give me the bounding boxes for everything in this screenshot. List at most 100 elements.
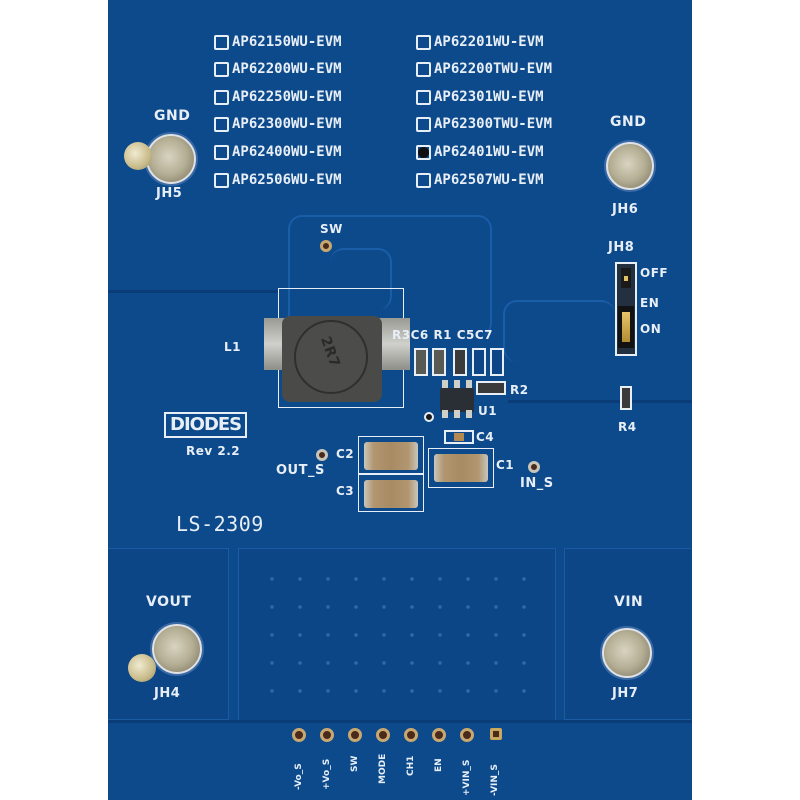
header-pin-label: +VIN_S [462, 759, 472, 796]
evm-option[interactable]: AP62506WU-EVM [214, 172, 342, 188]
checkbox[interactable] [214, 172, 229, 188]
checkbox[interactable] [416, 116, 431, 132]
sw-test-point[interactable] [320, 240, 332, 252]
r3-resistor [414, 348, 428, 376]
l1-inductor-core [294, 320, 368, 394]
checkbox-checked[interactable] [416, 144, 431, 160]
jh4-ref-label: JH4 [154, 686, 181, 701]
r4-resistor [620, 386, 632, 410]
jh8-pin-off [624, 276, 628, 281]
header-pin-label: MODE [378, 753, 388, 784]
c3-ref-label: C3 [336, 484, 355, 498]
evm-option[interactable]: AP62300TWU-EVM [416, 116, 552, 132]
header-pin-label: CH1 [406, 755, 416, 776]
checkbox[interactable] [214, 61, 229, 77]
in-s-label: IN_S [520, 476, 554, 491]
c1-footprint [428, 448, 494, 488]
evm-option[interactable]: AP62200WU-EVM [214, 61, 342, 77]
pcb-board: AP62150WU-EVM AP62200WU-EVM AP62250WU-EV… [108, 0, 692, 800]
u1-ref-label: U1 [478, 404, 498, 418]
jh8-label-off: OFF [640, 266, 669, 280]
jh8-label-en: EN [640, 296, 660, 310]
pour-divider-right [508, 400, 692, 403]
evm-option[interactable]: AP62200TWU-EVM [416, 61, 552, 77]
jh7-ref-label: JH7 [612, 686, 639, 701]
checkbox[interactable] [416, 89, 431, 105]
evm-option-selected[interactable]: AP62401WU-EVM [416, 144, 544, 160]
c5-capacitor [472, 348, 486, 376]
c1-capacitor[interactable] [434, 454, 488, 482]
jh5-ref-label: JH5 [156, 186, 183, 201]
u1-pin [454, 410, 460, 418]
r2-ref-label: R2 [510, 383, 529, 397]
header-pin-label: +Vo_S [322, 758, 332, 790]
out-s-label: OUT_S [276, 463, 325, 478]
checkbox[interactable] [416, 172, 431, 188]
board-id-label: LS-2309 [176, 512, 264, 536]
header-pin-square[interactable] [490, 728, 502, 740]
c4-ref-label: C4 [476, 430, 495, 444]
c4-body [454, 433, 464, 441]
evm-option[interactable]: AP62250WU-EVM [214, 89, 342, 105]
evm-option[interactable]: AP62301WU-EVM [416, 89, 544, 105]
header-pin-label: -VIN_S [490, 764, 500, 796]
jh5-terminal-post[interactable] [146, 134, 196, 184]
checkbox[interactable] [214, 34, 229, 50]
c3-capacitor[interactable] [364, 480, 418, 508]
header-pin[interactable] [320, 728, 334, 742]
pour-divider-top [108, 290, 278, 293]
c2-footprint [358, 436, 424, 474]
sw-label: SW [320, 222, 343, 236]
header-pin[interactable] [432, 728, 446, 742]
checkbox[interactable] [214, 116, 229, 132]
via [424, 412, 434, 422]
jh4-terminal-post[interactable] [152, 624, 202, 674]
jh5-terminal-pin [124, 142, 152, 170]
c2-ref-label: C2 [336, 447, 355, 461]
l1-pad-right [378, 318, 410, 370]
jh8-ref-label: JH8 [608, 240, 635, 255]
header-pin-label: SW [350, 755, 360, 772]
c7-capacitor [490, 348, 504, 376]
evm-option[interactable]: AP62400WU-EVM [214, 144, 342, 160]
header-pin[interactable] [460, 728, 474, 742]
small-parts-labels: R3C6 R1 C5C7 [392, 328, 494, 342]
evm-option[interactable]: AP62507WU-EVM [416, 172, 544, 188]
header-pin[interactable] [404, 728, 418, 742]
jh6-terminal-post[interactable] [606, 142, 654, 190]
via-grid [258, 565, 548, 715]
evm-option[interactable]: AP62300WU-EVM [214, 116, 342, 132]
u1-pin [442, 380, 448, 388]
c3-footprint [358, 474, 424, 512]
header-pin[interactable] [292, 728, 306, 742]
diodes-logo: DIODES [164, 412, 248, 438]
u1-ic[interactable] [440, 388, 474, 412]
out-s-test-point[interactable] [316, 449, 328, 461]
checkbox[interactable] [214, 89, 229, 105]
in-s-test-point[interactable] [528, 461, 540, 473]
u1-pin [466, 410, 472, 418]
checkbox[interactable] [416, 61, 431, 77]
evm-option[interactable]: AP62150WU-EVM [214, 34, 342, 50]
r1-resistor [453, 348, 467, 376]
c4-capacitor [444, 430, 474, 444]
c2-capacitor[interactable] [364, 442, 418, 470]
r4-ref-label: R4 [618, 420, 637, 434]
revision-label: Rev 2.2 [186, 444, 241, 458]
pour-divider-bottom [108, 720, 692, 723]
header-pin-label: EN [434, 758, 444, 772]
trace-sw-inner [330, 248, 392, 310]
header-pin[interactable] [348, 728, 362, 742]
jh8-label-on: ON [640, 322, 662, 336]
checkbox[interactable] [416, 34, 431, 50]
jh5-net-label: GND [154, 108, 191, 124]
u1-pin [466, 380, 472, 388]
u1-pin [454, 380, 460, 388]
evm-option[interactable]: AP62201WU-EVM [416, 34, 544, 50]
jh4-net-label: VOUT [146, 594, 192, 610]
c6-capacitor [432, 348, 446, 376]
checkbox[interactable] [214, 144, 229, 160]
u1-pin [442, 410, 448, 418]
jh7-terminal-post[interactable] [602, 628, 652, 678]
header-pin[interactable] [376, 728, 390, 742]
